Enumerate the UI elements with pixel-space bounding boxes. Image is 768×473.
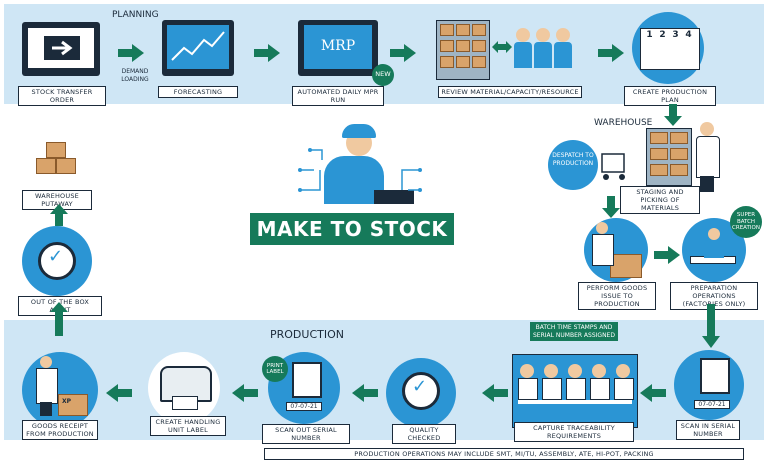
plan-number: 3 [672, 30, 679, 40]
shelf-box [650, 164, 668, 176]
putaway-label: WAREHOUSE PUTAWAY [22, 190, 92, 210]
arrow-up-icon [50, 204, 68, 226]
staging-label: STAGING AND PICKING OF MATERIALS [620, 186, 700, 214]
worker-illustration [306, 120, 416, 212]
shelf-box [456, 56, 470, 68]
plan-number: 2 [659, 30, 666, 40]
arrow-right-icon [390, 44, 416, 62]
capture-label: CAPTURE TRACEABILITY REQUIREMENTS [514, 422, 634, 442]
shelf-box [440, 24, 454, 36]
handling-unit-label: CREATE HANDLING UNIT LABEL [150, 416, 226, 436]
plan-number: 1 [646, 30, 653, 40]
quality-label: QUALITY CHECKED [392, 424, 456, 444]
despatch-text: DESPATCH TO PRODUCTION [552, 152, 594, 167]
transfer-arrows-icon [44, 36, 80, 60]
arrow-left-icon [352, 384, 378, 402]
arrow-right-icon [118, 44, 144, 62]
shelf-box [670, 164, 688, 176]
forecasting-label: FORECASTING [158, 86, 238, 98]
mrp-screen-text: MRP [320, 38, 356, 54]
production-heading: PRODUCTION [270, 328, 344, 341]
workers-icon [514, 24, 576, 76]
super-batch-badge: SUPER BATCH CREATION [730, 206, 762, 238]
arrow-down-icon [602, 196, 620, 218]
mrp-screen [304, 25, 372, 69]
new-badge: NEW [372, 64, 394, 86]
shelf-box [650, 148, 668, 160]
goods-issue-label: PERFORM GOODS ISSUE TO PRODUCTION [578, 282, 656, 310]
goods-receipt-circle [22, 352, 98, 428]
shelf-box [472, 40, 486, 52]
warehouse-worker-icon [694, 122, 722, 192]
footer-note: PRODUCTION OPERATIONS MAY INCLUDE SMT, M… [264, 448, 744, 460]
quality-check-icon: ✓ [412, 376, 428, 397]
arrow-right-icon [598, 44, 624, 62]
arrow-up-icon [50, 302, 68, 336]
goods-issue-worker-icon [592, 222, 614, 276]
circuit-lines-icon [298, 148, 422, 192]
shelf-box [670, 148, 688, 160]
title-banner: MAKE TO STOCK [250, 213, 454, 245]
scan-out-date-tag: 07-07-21 [286, 402, 322, 411]
arrow-left-icon [232, 384, 258, 402]
goods-receipt-box-icon [58, 394, 88, 416]
scan-in-label: SCAN IN SERIAL NUMBER [676, 420, 740, 440]
arrow-left-icon [106, 384, 132, 402]
plan-board-icon [640, 28, 700, 70]
shelf-box [440, 56, 454, 68]
quality-magnifier-icon [402, 372, 440, 410]
despatch-circle [548, 140, 598, 190]
magnifier-icon [38, 242, 76, 280]
shelf-box [670, 132, 688, 144]
goods-box-icon [610, 254, 642, 278]
scanner-icon [700, 358, 730, 394]
goods-receipt-label: GOODS RECEIPT FROM PRODUCTION [22, 420, 98, 440]
trend-line-icon [171, 31, 225, 61]
printed-label-icon [172, 396, 198, 410]
shelf-box [456, 40, 470, 52]
prep-worker-icon [704, 228, 724, 258]
arrow-down-icon [664, 104, 682, 126]
planning-heading: PLANNING [112, 10, 159, 20]
check-icon: ✓ [48, 246, 64, 267]
arrow-left-icon [640, 384, 666, 402]
print-label-badge: PRINT LABEL [262, 356, 288, 382]
arrow-right-icon [254, 44, 280, 62]
mrp-run-label: AUTOMATED DAILY MPR RUN [292, 86, 384, 106]
shelf-box [440, 40, 454, 52]
shelf-box [650, 132, 668, 144]
putaway-box-icon [56, 158, 76, 174]
assembly-workers-icon [518, 364, 634, 410]
review-label: REVIEW MATERIAL/CAPACITY/RESOURCE [438, 86, 582, 98]
production-plan-label: CREATE PRODUCTION PLAN [624, 86, 716, 106]
arrow-left-icon [482, 384, 508, 402]
arrow-right-icon [654, 246, 680, 264]
shelf-box [472, 24, 486, 36]
plan-number: 4 [685, 30, 692, 40]
goods-receipt-worker-icon [36, 356, 58, 416]
shelf-box [456, 24, 470, 36]
putaway-box-icon [36, 158, 56, 174]
stock-transfer-label: STOCK TRANSFER ORDER [18, 86, 106, 106]
double-arrow-icon [492, 41, 512, 53]
shelf-box [472, 56, 486, 68]
scan-out-scanner-icon [292, 362, 322, 398]
box-tag: XP [62, 398, 72, 405]
batch-stamps-label: BATCH TIME STAMPS AND SERIAL NUMBER ASSI… [530, 322, 618, 341]
putaway-box-icon [46, 142, 66, 158]
demand-loading-text: DEMAND LOADING [121, 68, 149, 83]
date-tag: 07-07-21 [694, 400, 730, 409]
scan-out-label: SCAN OUT SERIAL NUMBER [262, 424, 350, 444]
arrow-down-icon [702, 304, 720, 348]
plan-numbers: 1 2 3 4 [643, 30, 695, 40]
trolley-icon [601, 153, 625, 180]
warehouse-heading: WAREHOUSE [594, 118, 653, 128]
production-band [4, 320, 764, 440]
